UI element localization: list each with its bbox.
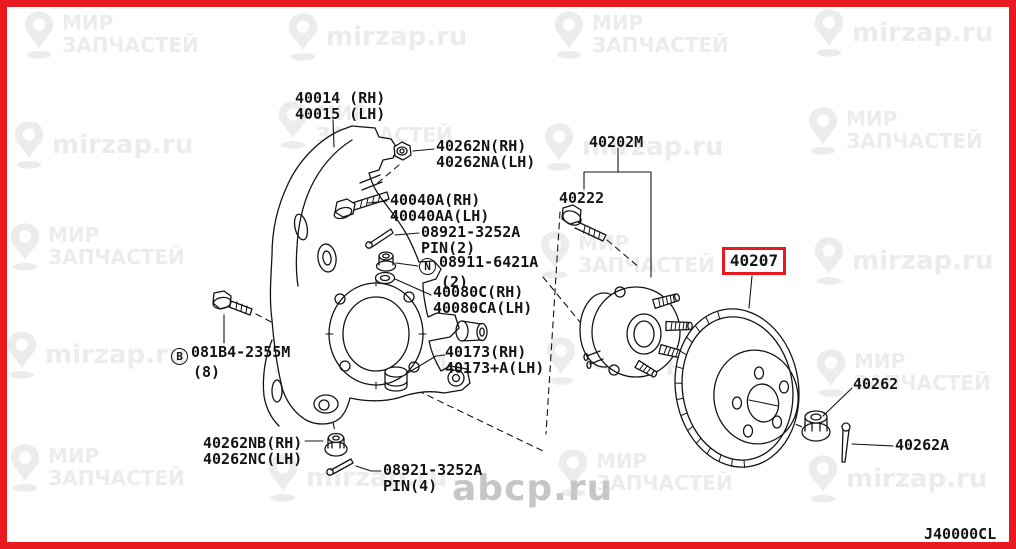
- cotter-pin-upper: [365, 228, 394, 249]
- circle-letter-B-icon: B: [171, 348, 188, 365]
- part-label-40222[interactable]: 40222: [559, 189, 605, 207]
- part-label-40262NB[interactable]: 40262NB(RH)40262NC(LH): [203, 434, 303, 468]
- lock-nut: [393, 141, 412, 161]
- washer: [374, 271, 396, 285]
- diagram-code: J40000CL: [924, 525, 997, 543]
- grease-cap: [384, 366, 408, 392]
- steering-knuckle: [262, 125, 488, 427]
- part-label-40173[interactable]: 40173(RH)40173+A(LH): [445, 343, 545, 377]
- part-label-40262A[interactable]: 40262A: [895, 436, 950, 454]
- knuckle-bolt: [212, 290, 253, 316]
- cotter-pin-lower: [326, 458, 354, 476]
- brake-rotor: [674, 308, 800, 469]
- part-label-40262N[interactable]: 40262N(RH)40262NA(LH): [436, 137, 536, 171]
- flange-nut-upper: [375, 251, 397, 272]
- spindle-nut: [801, 410, 831, 442]
- part-label-40014-40015[interactable]: 40014 (RH)40015 (LH): [295, 89, 386, 123]
- part-label-40040A[interactable]: 40040A(RH)40040AA(LH): [390, 191, 490, 225]
- hub-bearing-assembly: [579, 286, 693, 378]
- part-label-40207[interactable]: 40207: [722, 247, 786, 275]
- spindle-cotter-pin: [841, 422, 851, 463]
- part-label-40262[interactable]: 40262: [853, 375, 899, 393]
- part-label-40202M[interactable]: 40202M: [589, 133, 644, 151]
- leader-lines: [223, 119, 894, 472]
- hub-bolt: [561, 204, 607, 242]
- part-label-40080C[interactable]: 40080C(RH)40080CA(LH): [433, 283, 533, 317]
- ball-joint-nut: [324, 432, 348, 457]
- circle-letter-N-icon: N: [419, 258, 436, 275]
- pinch-bolt: [333, 191, 390, 220]
